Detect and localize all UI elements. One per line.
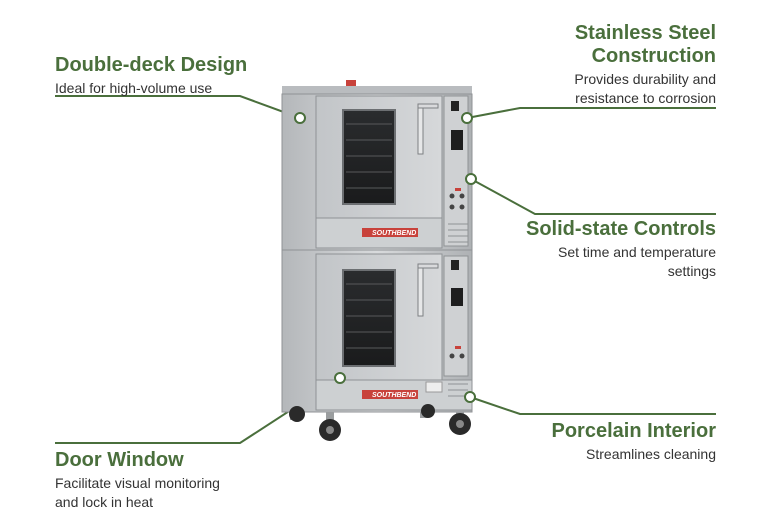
brand-label-upper: SOUTHBEND xyxy=(372,230,416,237)
marker-controls xyxy=(465,173,477,185)
upper-door-handle xyxy=(417,105,424,155)
callout-door: Door Window Facilitate visual monitoring… xyxy=(55,449,315,512)
lower-window xyxy=(342,269,396,367)
callout-controls-title: Solid-state Controls xyxy=(525,218,716,240)
leader-double-deck xyxy=(55,95,301,119)
callout-double-deck: Double-deck Design Ideal for high-volume… xyxy=(55,54,315,98)
callout-double-deck-desc: Ideal for high-volume use xyxy=(55,80,213,96)
callout-steel-title-1: Stainless Steel xyxy=(574,22,716,44)
callout-steel: Stainless Steel Construction Provides du… xyxy=(476,22,716,108)
callout-controls-desc-1: Set time and temperature xyxy=(558,244,716,260)
caster-back-right xyxy=(421,404,435,418)
callout-door-desc-2: and lock in heat xyxy=(55,494,154,510)
leader-lines xyxy=(55,95,716,444)
callout-double-deck-title: Double-deck Design xyxy=(55,54,248,76)
callout-porcelain-desc: Streamlines cleaning xyxy=(586,446,716,462)
marker-porcelain xyxy=(464,391,476,403)
caster-back-left xyxy=(289,406,305,422)
callout-porcelain: Porcelain Interior Streamlines cleaning xyxy=(476,420,717,464)
callout-controls-desc-2: settings xyxy=(667,263,716,279)
oven: SOUTHBEND SOUTHBEND xyxy=(281,80,473,441)
callout-door-desc-1: Facilitate visual monitoring xyxy=(55,475,220,491)
lower-door-handle xyxy=(417,265,424,317)
callout-porcelain-title: Porcelain Interior xyxy=(551,420,717,442)
callout-door-title: Door Window xyxy=(55,449,184,471)
leader-steel xyxy=(466,107,716,119)
callout-steel-title-2: Construction xyxy=(591,45,716,67)
marker-steel xyxy=(461,112,473,124)
marker-door xyxy=(334,372,346,384)
callout-controls: Solid-state Controls Set time and temper… xyxy=(476,218,716,281)
leader-controls xyxy=(470,178,716,215)
brand-badge-lower xyxy=(362,390,418,399)
callout-steel-desc-1: Provides durability and xyxy=(574,71,716,87)
callout-markers xyxy=(294,112,477,403)
brand-badge-upper xyxy=(362,228,418,237)
casters xyxy=(289,404,471,441)
brand-label-lower: SOUTHBEND xyxy=(372,392,416,399)
callout-steel-desc-2: resistance to corrosion xyxy=(575,90,716,106)
marker-double-deck xyxy=(294,112,306,124)
leader-porcelain xyxy=(469,396,716,415)
lower-control-panel xyxy=(443,255,469,377)
oven-top xyxy=(282,86,472,94)
